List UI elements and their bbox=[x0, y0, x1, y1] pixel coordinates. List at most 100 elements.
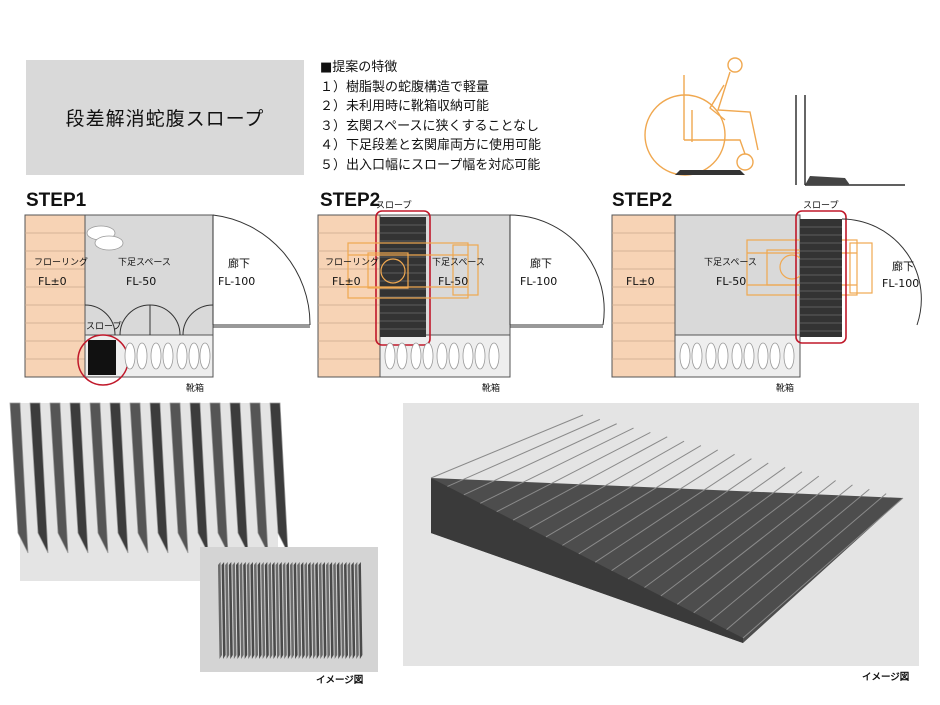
pleat bbox=[243, 562, 248, 659]
ramp-render bbox=[403, 403, 919, 666]
pleat bbox=[221, 562, 226, 659]
pleat bbox=[347, 562, 352, 659]
pleat bbox=[326, 562, 330, 659]
pleat bbox=[89, 402, 109, 554]
step2-flooring-label: フローリング bbox=[325, 258, 380, 268]
ramp-rib bbox=[512, 436, 668, 521]
pleat bbox=[275, 562, 280, 659]
pleat bbox=[228, 562, 233, 659]
pleat bbox=[286, 562, 291, 659]
step2b-entry-level: FL-50 bbox=[716, 275, 747, 288]
pleat bbox=[279, 562, 284, 659]
pleat bbox=[129, 402, 149, 554]
ramp-rib bbox=[480, 427, 634, 504]
caption-left: イメージ図 bbox=[316, 675, 364, 686]
features-heading: ■提案の特徴 bbox=[320, 60, 398, 75]
step1-hall-level: FL-100 bbox=[218, 275, 256, 288]
pleat bbox=[304, 562, 309, 659]
folded-slope-render-small bbox=[200, 547, 378, 672]
pleat bbox=[322, 562, 327, 659]
pleat bbox=[272, 562, 276, 659]
caption-right: イメージ図 bbox=[862, 672, 910, 683]
pleat bbox=[315, 562, 320, 659]
pleat bbox=[169, 402, 189, 554]
step2-shoebox-label: 靴箱 bbox=[482, 384, 501, 394]
step1-flooring-level: FL±0 bbox=[38, 275, 67, 288]
pleat bbox=[218, 562, 222, 659]
ramp-rib bbox=[742, 497, 904, 639]
step2-entry-level: FL-50 bbox=[438, 275, 469, 288]
feature-item: ３）玄関スペースに狭くすることなし bbox=[320, 118, 540, 134]
step2b-hall-label: 廊下 bbox=[892, 260, 914, 273]
pleat bbox=[232, 562, 237, 659]
step1-hall-label: 廊下 bbox=[228, 257, 250, 270]
ramp-rib bbox=[496, 432, 651, 513]
pleat bbox=[250, 562, 255, 659]
page-title: 段差解消蛇腹スロープ bbox=[26, 60, 304, 175]
pleat bbox=[318, 562, 323, 659]
step2b-hall-level: FL-100 bbox=[882, 277, 920, 290]
pleat bbox=[311, 562, 316, 659]
pleat bbox=[149, 402, 169, 554]
ramp-rib bbox=[594, 458, 752, 563]
step2b-flooring-level: FL±0 bbox=[626, 275, 655, 288]
pleat bbox=[329, 562, 334, 659]
step1-plan bbox=[24, 214, 311, 386]
step2b-slope-label: スロープ bbox=[803, 201, 839, 211]
step1-slope-label: スロープ bbox=[86, 322, 122, 332]
step1-entry-level: FL-50 bbox=[126, 275, 157, 288]
pleat bbox=[236, 562, 240, 659]
pleat bbox=[297, 562, 302, 659]
step2-plan bbox=[317, 210, 605, 378]
step2-title: STEP2 bbox=[320, 190, 381, 211]
pleat bbox=[261, 562, 266, 659]
wheelchair-illustration bbox=[644, 57, 905, 186]
pleat bbox=[340, 562, 345, 659]
folded-slope-render bbox=[9, 402, 289, 581]
pleat bbox=[257, 562, 262, 659]
step2-flooring-level: FL±0 bbox=[332, 275, 361, 288]
pleat bbox=[29, 402, 49, 554]
pleat bbox=[344, 562, 348, 659]
step2b-shoebox-label: 靴箱 bbox=[776, 384, 795, 394]
feature-item: ５）出入口幅にスロープ幅を対応可能 bbox=[320, 157, 541, 173]
pleat bbox=[293, 562, 298, 659]
ramp-rib bbox=[463, 423, 617, 496]
pleat bbox=[246, 562, 251, 659]
step2-entry-label: 下足スペース bbox=[432, 258, 485, 268]
pleat bbox=[290, 562, 294, 659]
pleat bbox=[49, 402, 69, 554]
pleat bbox=[336, 562, 341, 659]
pleat bbox=[351, 562, 356, 659]
step1-title: STEP1 bbox=[26, 190, 87, 211]
feature-item: １）樹脂製の蛇腹構造で軽量 bbox=[320, 79, 490, 95]
pleat bbox=[333, 562, 338, 659]
pleat bbox=[282, 562, 287, 659]
pleat bbox=[69, 402, 89, 554]
ramp-rib bbox=[693, 484, 853, 614]
step2-hall-level: FL-100 bbox=[520, 275, 558, 288]
step2b-title: STEP2 bbox=[612, 190, 673, 211]
step1-entry-label: 下足スペース bbox=[118, 258, 171, 268]
step2-hall-label: 廊下 bbox=[530, 257, 552, 270]
pleat bbox=[354, 562, 359, 659]
step2-slope-label: スロープ bbox=[376, 201, 412, 211]
ramp-rib bbox=[529, 440, 685, 529]
pleat bbox=[268, 562, 273, 659]
step1-flooring-label: フローリング bbox=[34, 258, 89, 268]
features-list: ■提案の特徴 １）樹脂製の蛇腹構造で軽量 ２）未利用時に靴箱収納可能 ３）玄関ス… bbox=[320, 58, 541, 175]
pleat bbox=[109, 402, 129, 554]
ramp-rib bbox=[430, 414, 584, 479]
ramp-rib bbox=[644, 471, 803, 588]
ramp-rib bbox=[677, 480, 836, 605]
ramp-rib bbox=[660, 475, 820, 597]
ramp-rib bbox=[562, 449, 718, 546]
ramp-rib bbox=[709, 488, 870, 622]
pleat bbox=[239, 562, 244, 659]
ramp-rib bbox=[726, 493, 887, 630]
ramp-rib bbox=[447, 418, 601, 487]
ramp-rib bbox=[611, 462, 769, 572]
step2b-entry-label: 下足スペース bbox=[704, 258, 757, 268]
ramp-rib bbox=[627, 467, 786, 580]
feature-item: ２）未利用時に靴箱収納可能 bbox=[320, 99, 490, 114]
